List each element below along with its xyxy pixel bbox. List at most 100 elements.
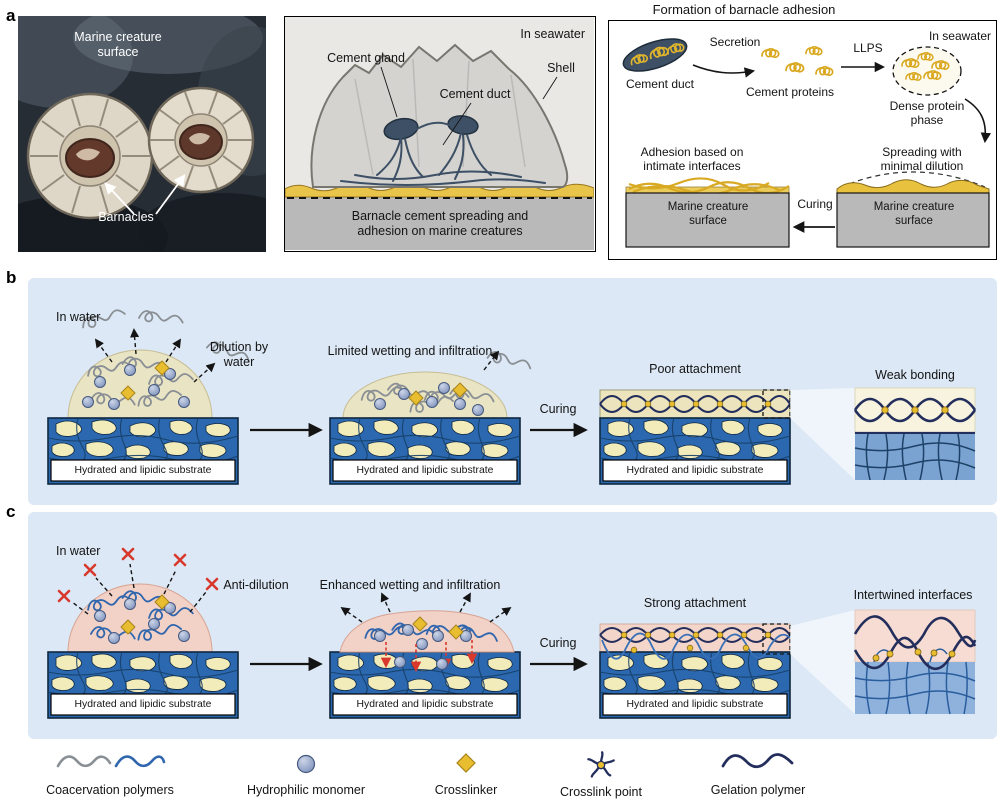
- barnacle-right: [147, 86, 255, 194]
- legend-item-crosslink-point: Crosslink point: [542, 750, 660, 799]
- substrate-label: Hydrated and lipidic substrate: [74, 699, 212, 710]
- limited-wetting-illustration: [329, 349, 534, 485]
- panel-c-anti-dilution-label: Anti-dilution: [223, 578, 289, 592]
- cement-gland-shapes: [383, 115, 479, 141]
- panel-c-art: [47, 547, 977, 719]
- legend-item-coacervation-polymers: Coacervation polymers: [20, 750, 200, 797]
- strong-attachment-illustration: [599, 623, 791, 719]
- dilution-arrows: [94, 328, 216, 383]
- flow-cement-proteins-label: Cement proteins: [745, 85, 835, 99]
- flow-dense-phase-label: Dense protein phase: [889, 99, 965, 128]
- substrate-label: Hydrated and lipidic substrate: [356, 699, 494, 710]
- flow-surface-label-right: Marine creature surface: [873, 201, 955, 227]
- barnacle-photo: Marine creature surface Barnacles: [18, 16, 266, 252]
- panel-a-label: a: [6, 6, 16, 25]
- barnacle-schematic-art: [285, 17, 594, 250]
- substrate-network-zoom: [854, 433, 976, 481]
- legend-label: Hydrophilic monomer: [246, 783, 366, 797]
- barnacle-pointer-arrows: [104, 174, 186, 215]
- legend-label: Gelation polymer: [710, 783, 806, 797]
- panel-b-dilution-label: Dilution by water: [209, 340, 269, 369]
- panel-c-zoom-title: Intertwined interfaces: [853, 588, 973, 602]
- schematic-cement-duct-label: Cement duct: [439, 87, 511, 101]
- crosslink-points: [872, 648, 956, 662]
- panel-b-step3-title: Poor attachment: [649, 362, 741, 376]
- schematic-caption: Barnacle cement spreading and adhesion o…: [351, 209, 529, 238]
- legend-item-crosslinker: Crosslinker: [406, 750, 526, 797]
- cement-duct-lines: [340, 121, 546, 186]
- panel-c: In water Anti-dilution Enhanced wetting …: [28, 512, 997, 739]
- flow-llps-label: LLPS: [853, 41, 883, 55]
- anti-dilution-x-icon: [173, 553, 187, 567]
- panel-b-zoom-title: Weak bonding: [875, 368, 955, 382]
- cement-duct-icon: [622, 38, 688, 72]
- flow-spreading-label: Spreading with minimal dilution: [880, 145, 964, 174]
- penetrating-polymer: [601, 632, 791, 660]
- flow-secretion-label: Secretion: [709, 35, 761, 49]
- weak-bonding-zoom: [853, 387, 977, 481]
- panel-c-label: c: [6, 502, 16, 521]
- panel-b-in-water-label: In water: [56, 310, 101, 324]
- schematic-shell-label: Shell: [547, 61, 575, 75]
- marine-creature-body: [285, 197, 594, 250]
- legend-label: Crosslink point: [560, 785, 642, 799]
- down-arrow: [964, 98, 991, 144]
- panel-c-curing-label: Curing: [539, 636, 577, 650]
- panel-c-in-water-label: In water: [56, 544, 101, 558]
- legend-item-hydrophilic-monomer: Hydrophilic monomer: [228, 750, 384, 797]
- panel-b-art: [47, 305, 977, 485]
- schematic-cement-gland-label: Cement gland: [327, 51, 405, 65]
- zoom-connector: [790, 388, 855, 480]
- flow-curing-label: Curing: [797, 197, 833, 211]
- barnacle-shell-shape: [310, 43, 569, 188]
- photo-barnacles-label: Barnacles: [98, 210, 154, 224]
- panel-b-label: b: [6, 268, 17, 287]
- gelation-polymer-icon: [721, 753, 794, 769]
- blocked-dilution-arrows: [71, 563, 207, 615]
- crosslink-points: [620, 400, 772, 408]
- spreading-illustration: [836, 171, 990, 248]
- cement-proteins-icon: [761, 45, 834, 77]
- secretion-arrow: [692, 64, 756, 78]
- schematic-in-seawater-label: In seawater: [520, 27, 585, 41]
- legend-label: Coacervation polymers: [46, 783, 174, 797]
- adhesion-formation-flowchart: In seawater Cement duct Secretion Cement…: [608, 20, 997, 260]
- flowchart-title: Formation of barnacle adhesion: [652, 2, 836, 17]
- anti-dilution-droplet-illustration: [47, 547, 239, 719]
- flow-cement-duct-label: Cement duct: [625, 77, 695, 91]
- crosslink-points: [620, 631, 772, 654]
- flow-in-seawater-label: In seawater: [928, 29, 991, 43]
- flow-surface-label-left: Marine creature surface: [667, 201, 749, 227]
- dense-protein-phase-icon: [892, 46, 962, 96]
- label-pointer-lines: [380, 66, 558, 146]
- poor-attachment-illustration: [599, 389, 791, 485]
- crosslink-point-icon: [587, 751, 615, 778]
- barnacle-left: [26, 92, 154, 220]
- barnacle-photo-art: [18, 16, 266, 252]
- zoom-connector: [790, 610, 855, 714]
- enhanced-wetting-illustration: [329, 592, 521, 719]
- barnacle-schematic: In seawater Cement gland Cement duct She…: [284, 16, 596, 252]
- flowchart-art: [622, 38, 991, 248]
- infiltration-arrows: [380, 640, 478, 673]
- hydrophilic-monomer-icon: [296, 754, 316, 774]
- anti-dilution-x-icon: [57, 589, 71, 603]
- panel-c-step2-title: Enhanced wetting and infiltration: [319, 578, 501, 592]
- panel-b-curing-label: Curing: [539, 402, 577, 416]
- flow-adhesion-label: Adhesion based on intimate interfaces: [640, 145, 744, 174]
- photo-surface-label: Marine creature surface: [74, 30, 162, 59]
- legend-label: Crosslinker: [434, 783, 498, 797]
- panel-b-step2-title: Limited wetting and infiltration: [327, 344, 493, 358]
- coacervation-polymers-icon: [56, 755, 166, 768]
- substrate-label: Hydrated and lipidic substrate: [74, 465, 212, 476]
- panel-c-step3-title: Strong attachment: [643, 596, 747, 610]
- anti-dilution-x-icon: [83, 563, 97, 577]
- substrate-label: Hydrated and lipidic substrate: [626, 465, 764, 476]
- crosslinker-icon: [456, 753, 476, 773]
- intertwined-interfaces-zoom: [853, 609, 977, 715]
- legend-item-gelation-polymer: Gelation polymer: [688, 750, 828, 797]
- substrate-label: Hydrated and lipidic substrate: [626, 699, 764, 710]
- diluted-droplet-illustration: [47, 305, 253, 485]
- panel-b: In water Dilution by water Limited wetti…: [28, 278, 997, 505]
